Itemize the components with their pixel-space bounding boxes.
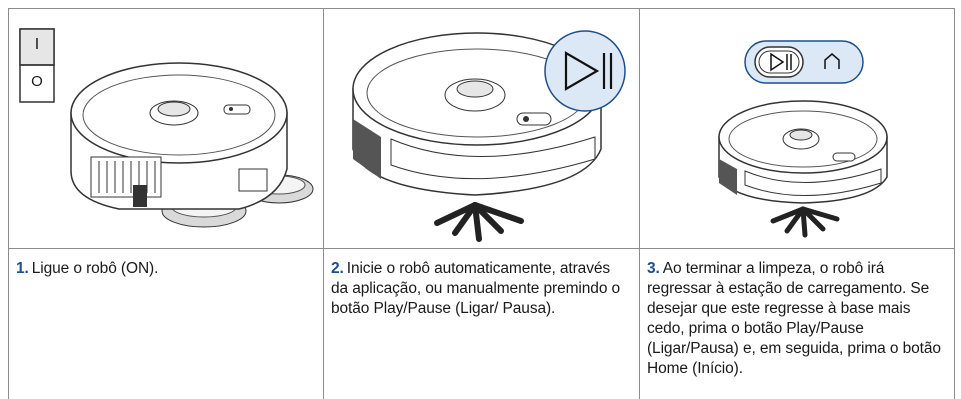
- step-2-text: 2.Inicie o robô automaticamente, através…: [331, 259, 627, 319]
- table-right-border: [954, 8, 955, 399]
- table-left-border: [8, 8, 9, 399]
- table-column-divider: [323, 8, 324, 399]
- step-description: Ligue o robô (ON).: [31, 260, 159, 277]
- step-number: 3.: [647, 260, 660, 277]
- illustration-step-3: [641, 9, 954, 249]
- play-pause-button-icon: [352, 30, 626, 242]
- step-1-text: 1.Ligue o robô (ON).: [16, 259, 316, 279]
- power-off-label: O: [31, 73, 43, 90]
- step-number: 1.: [16, 260, 29, 277]
- robot-power-switch-icon: [19, 28, 314, 228]
- home-button-icon: [718, 40, 888, 238]
- illustration-step-2: [325, 9, 639, 249]
- step-description: Ao terminar a limpeza, o robô irá regres…: [647, 260, 941, 377]
- table-top-border: [8, 8, 955, 9]
- instructions-table: I O: [8, 8, 955, 399]
- step-number: 2.: [331, 260, 344, 277]
- table-column-divider: [639, 8, 640, 399]
- power-on-label: I: [34, 36, 40, 53]
- illustration-step-1: I O: [9, 9, 323, 249]
- step-description: Inicie o robô automaticamente, através d…: [331, 260, 621, 317]
- step-3-text: 3.Ao terminar a limpeza, o robô irá regr…: [647, 259, 945, 379]
- play-pause-callout: [544, 30, 626, 112]
- table-row-divider: [8, 248, 955, 249]
